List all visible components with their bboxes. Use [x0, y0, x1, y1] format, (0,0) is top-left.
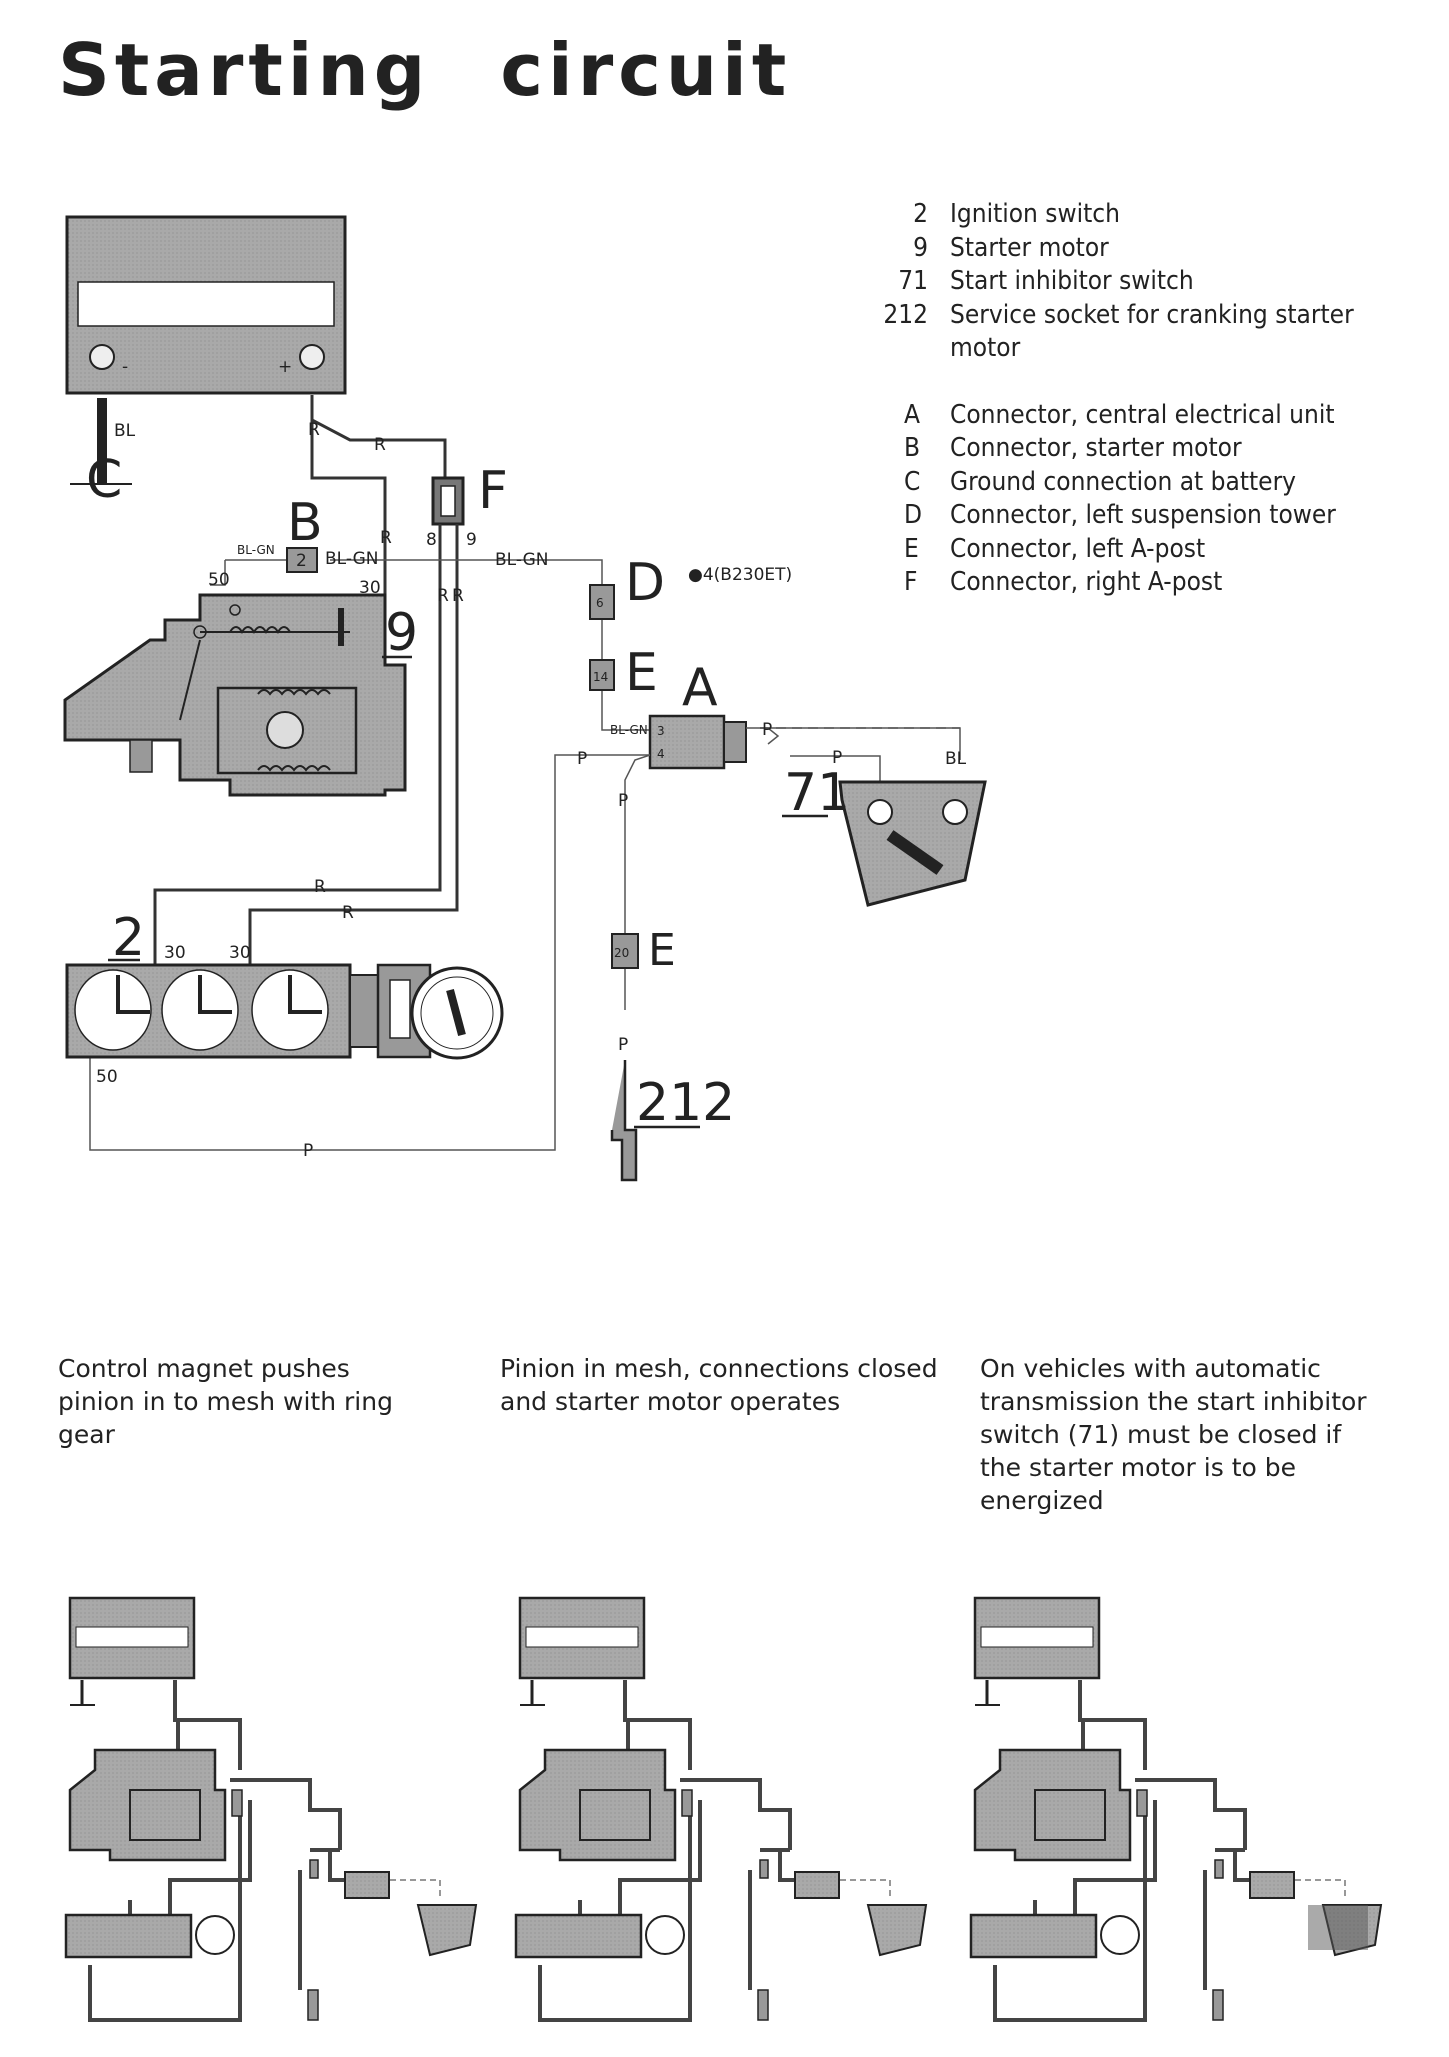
- wire-label: P: [577, 749, 587, 769]
- pin-label: 2: [296, 551, 307, 571]
- svg-text:+: +: [278, 357, 292, 377]
- pin-label: 30: [229, 943, 251, 963]
- mini-diagram: [64, 1596, 478, 2022]
- wire-label: BL-GN: [610, 723, 648, 737]
- pin-label: 9: [466, 530, 477, 550]
- wire-label: R: [380, 528, 392, 548]
- pin-label: 20: [614, 946, 629, 960]
- wire-label: BL: [114, 421, 136, 441]
- label-c: C: [86, 450, 122, 510]
- inhibitor-closed: [1308, 1905, 1368, 1950]
- wire-label: R: [374, 435, 386, 455]
- caption-2: Pinion in mesh, connections closed and s…: [500, 1354, 938, 1416]
- pin-label: 50: [208, 570, 230, 590]
- wire-label: R: [342, 903, 354, 923]
- wire-label: R: [314, 877, 326, 897]
- pin-label: 30: [359, 578, 381, 598]
- connector-a: [648, 714, 747, 770]
- battery: - +: [65, 215, 347, 395]
- label-f: F: [478, 461, 508, 521]
- connector-e: [589, 659, 615, 691]
- svg-text:-: -: [122, 357, 128, 377]
- pin-label: 8: [426, 530, 437, 550]
- wire-label: P: [762, 720, 772, 740]
- label-b: B: [287, 493, 323, 553]
- wire-label: P: [618, 1035, 628, 1055]
- label-2: 2: [112, 908, 145, 968]
- pin-label: 4: [657, 747, 665, 761]
- label-212: 212: [636, 1073, 735, 1133]
- label-e2: E: [648, 925, 676, 976]
- label-e1: E: [625, 643, 658, 703]
- service-socket: [610, 1060, 638, 1182]
- ignition-switch: [65, 963, 504, 1060]
- caption-1: Control magnet pushes pinion in to mesh …: [58, 1354, 393, 1449]
- start-inhibitor-switch: [838, 780, 987, 907]
- wire-label: BL: [945, 749, 967, 769]
- connector-b: [286, 547, 318, 573]
- pin-label: 14: [593, 670, 608, 684]
- label-d: D: [625, 553, 665, 613]
- wire-label: R: [437, 586, 449, 606]
- engine-note: ●4(B230ET): [688, 565, 792, 585]
- wire-label: P: [832, 748, 842, 768]
- wire-label: BL-GN: [325, 549, 378, 569]
- wire-label: BL-GN: [495, 550, 548, 570]
- wire-label: R: [308, 420, 320, 440]
- ground-strap: [97, 398, 107, 484]
- wire-label: P: [618, 791, 628, 811]
- connector-f: [431, 476, 465, 526]
- starter-motor: [63, 593, 407, 797]
- wire-label: P: [303, 1141, 313, 1161]
- wire-label: BL-GN: [237, 543, 275, 557]
- pin-label: 6: [596, 596, 604, 610]
- page-title: Starting circuit: [58, 28, 792, 112]
- label-71: 71: [784, 763, 850, 823]
- caption-3: On vehicles with automatic transmission …: [980, 1354, 1367, 1515]
- label-9: 9: [385, 603, 418, 663]
- connector-e2: [611, 933, 639, 969]
- connector-d: [589, 584, 615, 620]
- label-a: A: [682, 658, 718, 718]
- pin-label: 3: [657, 724, 665, 738]
- pin-label: 30: [164, 943, 186, 963]
- wire-label: R: [452, 586, 464, 606]
- pin-label: 50: [96, 1067, 118, 1087]
